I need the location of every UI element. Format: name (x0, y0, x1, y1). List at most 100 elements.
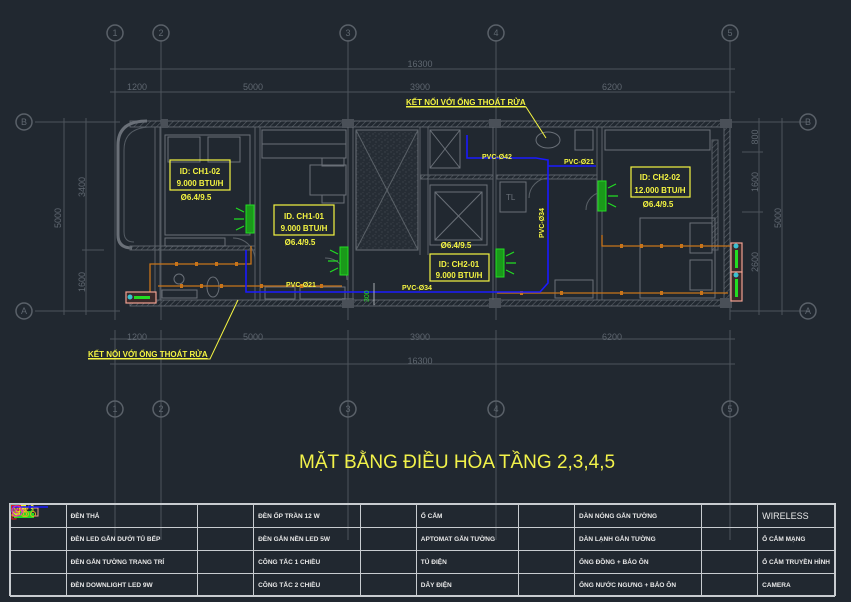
axis-label-b-right: B (805, 117, 811, 127)
tv-socket-icon: TV (11, 505, 759, 574)
dim-top-5000: 5000 (243, 82, 263, 92)
legend-label: DÂY ĐIỆN (415, 573, 520, 597)
legend-label: CAMERA (757, 573, 835, 597)
outdoor-unit-icon (11, 504, 575, 528)
wall-light-icon (10, 507, 67, 574)
dim-right-2600: 2600 (750, 252, 760, 272)
axis-label-4: 4 (493, 28, 498, 38)
legend-label: ỐNG NƯỚC NGƯNG + BẢO ÔN (573, 573, 703, 597)
unit-cap-ch1-01: 9.000 BTU/H (281, 224, 328, 233)
pvc-label-3: PVC-Ø21 (564, 159, 594, 166)
axis-label-1-bottom: 1 (112, 404, 117, 414)
unit-id-ch2-01: ID: CH2-01 (439, 260, 480, 269)
copper-pipe-icon (12, 505, 575, 574)
svg-text:TV: TV (20, 508, 27, 514)
drain-pipes (245, 135, 596, 293)
dim-bottom-5000: 5000 (243, 332, 263, 342)
pvc-label-1: PVC-Ø21 (286, 282, 316, 289)
drain-annotation-bottom: KẾT NỐI VỚI ỐNG THOÁT RỬA (88, 299, 239, 360)
panel-icon (11, 505, 417, 574)
axis-label-5: 5 (727, 28, 732, 38)
legend-label: ĐÈN THẢ (65, 504, 199, 528)
legend-label: ĐÈN ỐP TRẦN 12 W (253, 504, 362, 528)
unit-pipe-ch1-02: Ø6.4/9.5 (181, 193, 212, 202)
unit-cap-ch2-01: 9.000 BTU/H (436, 271, 483, 280)
breaker-icon (11, 505, 417, 551)
legend-row: ĐÈN LED GẮN DƯỚI TỦ BẾP ĐÈN GẮN NỀN LED … (10, 505, 835, 551)
dim-bottom-6200: 6200 (602, 332, 622, 342)
wireless-icon (12, 504, 759, 528)
unit-pipe-ch2-01: Ø6.4/9.5 (441, 241, 472, 250)
pvc-label-4: PVC-Ø34 (402, 285, 432, 292)
dim-top-1200: 1200 (127, 82, 147, 92)
svg-text:KẾT NỐI VỚI ỐNG THOÁT RỬA: KẾT NỐI VỚI ỐNG THOÁT RỬA (406, 97, 526, 107)
recessed-light-icon (13, 505, 255, 551)
led-strip-icon (10, 505, 67, 551)
switch-2way-icon (12, 505, 255, 597)
drawing-title: MẶT BẰNG ĐIỀU HÒA TẦNG 2,3,4,5 (299, 452, 616, 473)
dim-left-1600: 1600 (77, 272, 87, 292)
outdoor-unit-right-1 (730, 242, 743, 273)
dim-top-total: 16300 (407, 59, 432, 69)
unit-cap-ch2-02: 12.000 BTU/H (634, 186, 685, 195)
dim-top-6200: 6200 (602, 82, 622, 92)
outdoor-unit-left (125, 291, 157, 304)
indoor-unit-ch1-01 (328, 246, 349, 276)
outdoor-unit-right-2 (730, 271, 743, 302)
riser-300: 300 (364, 283, 375, 305)
pvc-label-2: PVC-Ø42 (482, 154, 512, 161)
copper-pipe-nodes (175, 244, 703, 295)
axis-bubbles (15, 24, 817, 418)
dim-right-800: 800 (750, 129, 760, 144)
axis-label-a-left: A (21, 306, 27, 316)
socket-icon (12, 504, 417, 528)
axis-label-2: 2 (158, 28, 163, 38)
axis-label-a-right: A (805, 306, 811, 316)
dim-left-total: 5000 (53, 208, 63, 228)
unit-pipe-ch2-02: Ø6.4/9.5 (643, 200, 674, 209)
wire-icon (12, 506, 417, 597)
grid-lines (35, 40, 810, 540)
legend-label: ĐÈN LED GẮN DƯỚI TỦ BẾP (65, 527, 199, 551)
axis-label-3: 3 (345, 28, 350, 38)
pvc-label-5: PVC-Ø34 (539, 208, 546, 238)
dimension-texts: 16300 1200 5000 3900 6200 1200 5000 3900… (53, 59, 783, 366)
indoor-unit-icon (13, 506, 575, 551)
dim-bottom-total: 16300 (407, 356, 432, 366)
data-socket-icon: D (11, 505, 759, 551)
legend-label: DÀN NÓNG GẮN TƯỜNG (573, 504, 703, 528)
unit-pipe-ch1-01: Ø6.4/9.5 (285, 238, 316, 247)
legend-label: ĐÈN GẮN NỀN LED 5W (253, 527, 362, 551)
legend-label: WIRELESS (757, 504, 835, 528)
camera-icon: C (11, 505, 759, 597)
indoor-unit-ch2-02 (597, 180, 618, 212)
indoor-unit-ch1-02 (234, 204, 255, 234)
dim-right-total: 5000 (773, 208, 783, 228)
svg-text:300: 300 (364, 290, 371, 302)
svg-text:C: C (15, 510, 20, 516)
legend-row: ĐÈN THẢ ĐÈN ỐP TRẦN 12 W Ổ CẮM DÀN NÓNG … (10, 504, 835, 528)
legend-label: Ổ CẮM (415, 504, 520, 528)
drain-annotation-top: KẾT NỐI VỚI ỐNG THOÁT RỬA (406, 97, 547, 139)
legend-label: DÀN LẠNH GẮN TƯỜNG (573, 527, 703, 551)
legend-label: Ổ CẮM MẠNG (757, 527, 835, 551)
unit-id-ch2-02: ID: CH2-02 (640, 173, 681, 182)
axis-label-4-bottom: 4 (493, 404, 498, 414)
indoor-units (234, 180, 618, 278)
ceiling-light-icon (10, 504, 255, 528)
legend-row: ĐÈN DOWNLIGHT LED 9W CÔNG TẮC 2 CHIỀU DÂ… (10, 505, 835, 597)
dim-bottom-3900: 3900 (410, 332, 430, 342)
dim-bottom-1200: 1200 (127, 332, 147, 342)
unit-id-ch1-02: ID: CH1-02 (180, 167, 221, 176)
axis-label-3-bottom: 3 (345, 404, 350, 414)
dim-top-3900: 3900 (410, 82, 430, 92)
unit-cap-ch1-02: 9.000 BTU/H (177, 179, 224, 188)
axis-label-2-bottom: 2 (158, 404, 163, 414)
legend-label: Ổ CẮM TRUYỀN HÌNH (757, 550, 835, 574)
legend-row: ĐÈN GẮN TƯỜNG TRANG TRÍ CÔNG TẮC 1 CHIỀU… (10, 505, 835, 574)
unit-id-ch1-01: ID. CH1-01 (284, 212, 325, 221)
legend-table: ĐÈN THẢ ĐÈN ỐP TRẦN 12 W Ổ CẮM DÀN NÓNG … (9, 503, 836, 597)
walls: TL (116, 119, 732, 308)
copper-pipes (149, 235, 730, 294)
